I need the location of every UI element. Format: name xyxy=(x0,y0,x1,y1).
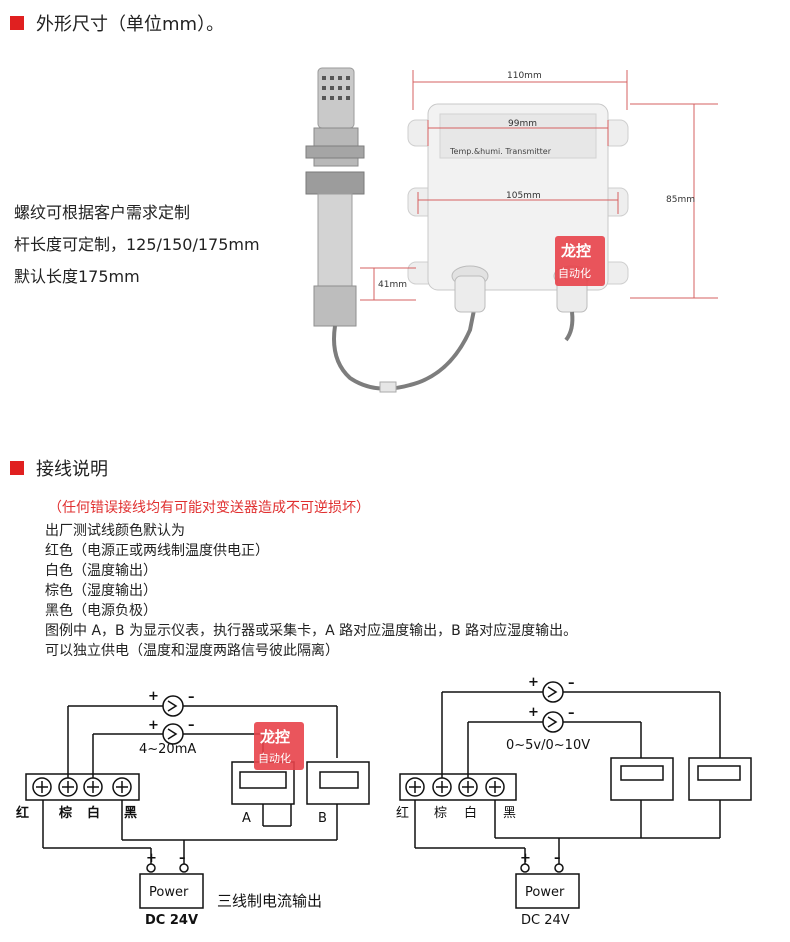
left-minus: – xyxy=(188,718,195,733)
wire-label-brown: 棕 xyxy=(434,806,447,821)
wiring-diagrams: + – + – 4~20mA 红 棕 白 黑 A B + – Power DC … xyxy=(16,675,752,928)
wire-label-black: 黑 xyxy=(124,806,137,821)
watermark-logo: 龙控 自动化 xyxy=(555,236,605,286)
right-signal-label: 0~5v/0~10V xyxy=(506,738,590,753)
transmitter-housing: Temp.&humi. Transmitter xyxy=(407,103,629,342)
left-plus: + xyxy=(148,718,159,733)
left-power-plus: + xyxy=(146,851,157,866)
left-power-minus: – xyxy=(179,851,186,866)
section-header-wiring: 接线说明 xyxy=(10,455,108,481)
warning-text: （任何错误接线均有可能对变送器造成不可逆损坏） xyxy=(48,500,370,516)
note-line: 图例中 A，B 为显示仪表，执行器或采集卡，A 路对应温度输出，B 路对应湿度输… xyxy=(45,623,578,639)
note-line: 白色（温度输出） xyxy=(45,563,157,579)
wire-label-red: 红 xyxy=(16,805,29,821)
section-marker xyxy=(10,461,24,475)
wire-label-brown: 棕 xyxy=(58,805,72,821)
watermark-logo: 龙控 自动化 xyxy=(254,722,304,770)
spec-thread: 螺纹可根据客户需求定制 xyxy=(14,203,191,222)
product-drawing: Temp.&humi. Transmitter 110mm 99mm 105mm… xyxy=(305,67,718,393)
left-wiring-diagram xyxy=(25,695,370,909)
watermark-top: 龙控 xyxy=(560,242,591,260)
section-title: 外形尺寸（单位mm）。 xyxy=(36,14,225,35)
dim-105: 105mm xyxy=(506,191,541,201)
right-minus: – xyxy=(568,706,575,721)
dim-41: 41mm xyxy=(378,280,407,290)
wire-label-black: 黑 xyxy=(503,806,516,821)
right-plus: + xyxy=(528,705,539,720)
section-header-dimensions: 外形尺寸（单位mm）。 xyxy=(10,10,224,36)
spec-rod-length: 杆长度可定制，125/150/175mm xyxy=(14,235,260,254)
watermark-top: 龙控 xyxy=(259,728,290,746)
right-minus: – xyxy=(568,676,575,691)
note-line: 出厂测试线颜色默认为 xyxy=(45,523,185,539)
device-label: Temp.&humi. Transmitter xyxy=(449,147,552,156)
right-wiring-diagram xyxy=(399,681,752,909)
left-caption: 三线制电流输出 xyxy=(217,892,322,910)
right-power-label: Power xyxy=(525,885,565,900)
right-power-minus: – xyxy=(554,851,561,866)
section-title: 接线说明 xyxy=(36,459,108,480)
right-plus: + xyxy=(528,675,539,690)
right-dc-label: DC 24V xyxy=(521,913,570,928)
left-minus: – xyxy=(188,690,195,705)
left-dc-label: DC 24V xyxy=(145,913,198,928)
meter-a-label: A xyxy=(242,811,251,826)
wire-label-red: 红 xyxy=(396,805,409,821)
meter-b-label: B xyxy=(318,811,327,826)
wire-label-white: 白 xyxy=(87,805,100,821)
dimension-lines xyxy=(360,70,718,301)
dim-85: 85mm xyxy=(666,195,695,205)
left-power-label: Power xyxy=(149,885,189,900)
probe xyxy=(305,67,478,393)
dim-110: 110mm xyxy=(507,71,542,81)
watermark-bottom: 自动化 xyxy=(558,266,591,280)
note-line: 黑色（电源负极） xyxy=(45,603,157,619)
spec-default-length: 默认长度175mm xyxy=(14,267,140,286)
left-signal-label: 4~20mA xyxy=(139,742,196,757)
note-line: 棕色（湿度输出） xyxy=(45,583,157,599)
section-marker xyxy=(10,16,24,30)
wire-label-white: 白 xyxy=(464,805,477,821)
note-line: 红色（电源正或两线制温度供电正） xyxy=(45,543,269,559)
dim-99: 99mm xyxy=(508,119,537,129)
left-plus: + xyxy=(148,689,159,704)
note-line: 可以独立供电（温度和湿度两路信号彼此隔离） xyxy=(45,643,339,659)
watermark-bottom: 自动化 xyxy=(258,751,291,765)
right-power-plus: + xyxy=(520,851,531,866)
